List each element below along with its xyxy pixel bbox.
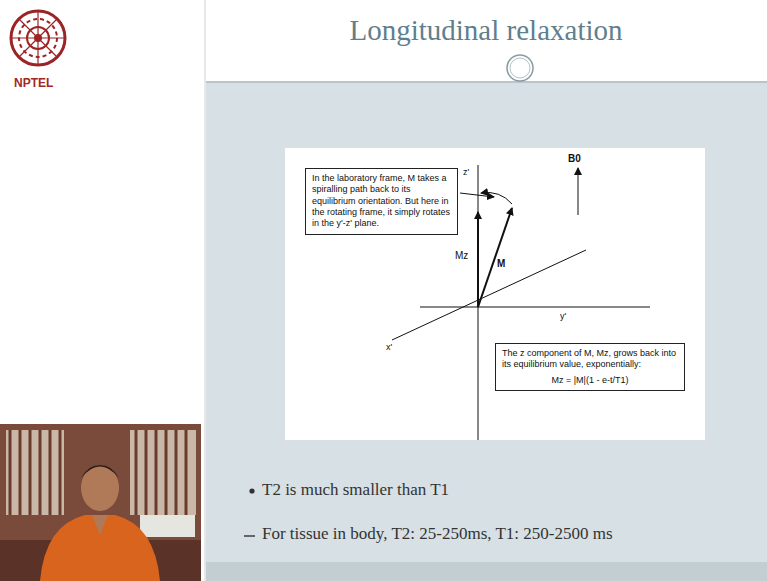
nptel-logo (11, 11, 65, 65)
rotation-arc (481, 192, 512, 204)
bullet-text: T2 is much smaller than T1 (262, 480, 449, 500)
b0-arrow (578, 168, 579, 215)
title-ornament (510, 58, 530, 78)
figure-panel (285, 148, 705, 440)
callout-box: The z component of M, Mz, grows back int… (495, 343, 685, 391)
content-band (206, 82, 767, 562)
callout-box: In the laboratory frame, M takes a spira… (305, 168, 458, 235)
slide-title: Longitudinal relaxation (205, 14, 767, 47)
logo-text: NPTEL (14, 76, 53, 90)
slide-edge (205, 0, 206, 581)
vector-label: Mz (455, 250, 468, 261)
webcam-inset (0, 424, 201, 581)
x-axis (392, 250, 586, 340)
slide-ground (205, 0, 767, 581)
mz-component (477, 212, 479, 307)
bullet-dot (249, 488, 254, 493)
band-top (206, 81, 767, 83)
axis-label: x' (386, 342, 392, 352)
m-vector (478, 208, 512, 307)
z-axis (478, 165, 479, 440)
vector-label: M (497, 258, 505, 269)
axis-label: y' (560, 311, 566, 321)
callout-text: The z component of M, Mz, grows back int… (502, 348, 678, 371)
y-axis (420, 307, 650, 308)
bullet-dash (244, 535, 255, 536)
callout-text: In the laboratory frame, M takes a spira… (312, 173, 451, 229)
bullet-text: For tissue in body, T2: 25-250ms, T1: 25… (262, 524, 613, 544)
bottom-strip (206, 562, 767, 581)
title-ornament (507, 55, 533, 81)
callout-text: Mz = |M|(1 - e-t/T1) (502, 375, 678, 386)
field-label: B0 (568, 153, 581, 164)
axis-label: z' (463, 167, 469, 177)
callout-leader (460, 193, 494, 197)
